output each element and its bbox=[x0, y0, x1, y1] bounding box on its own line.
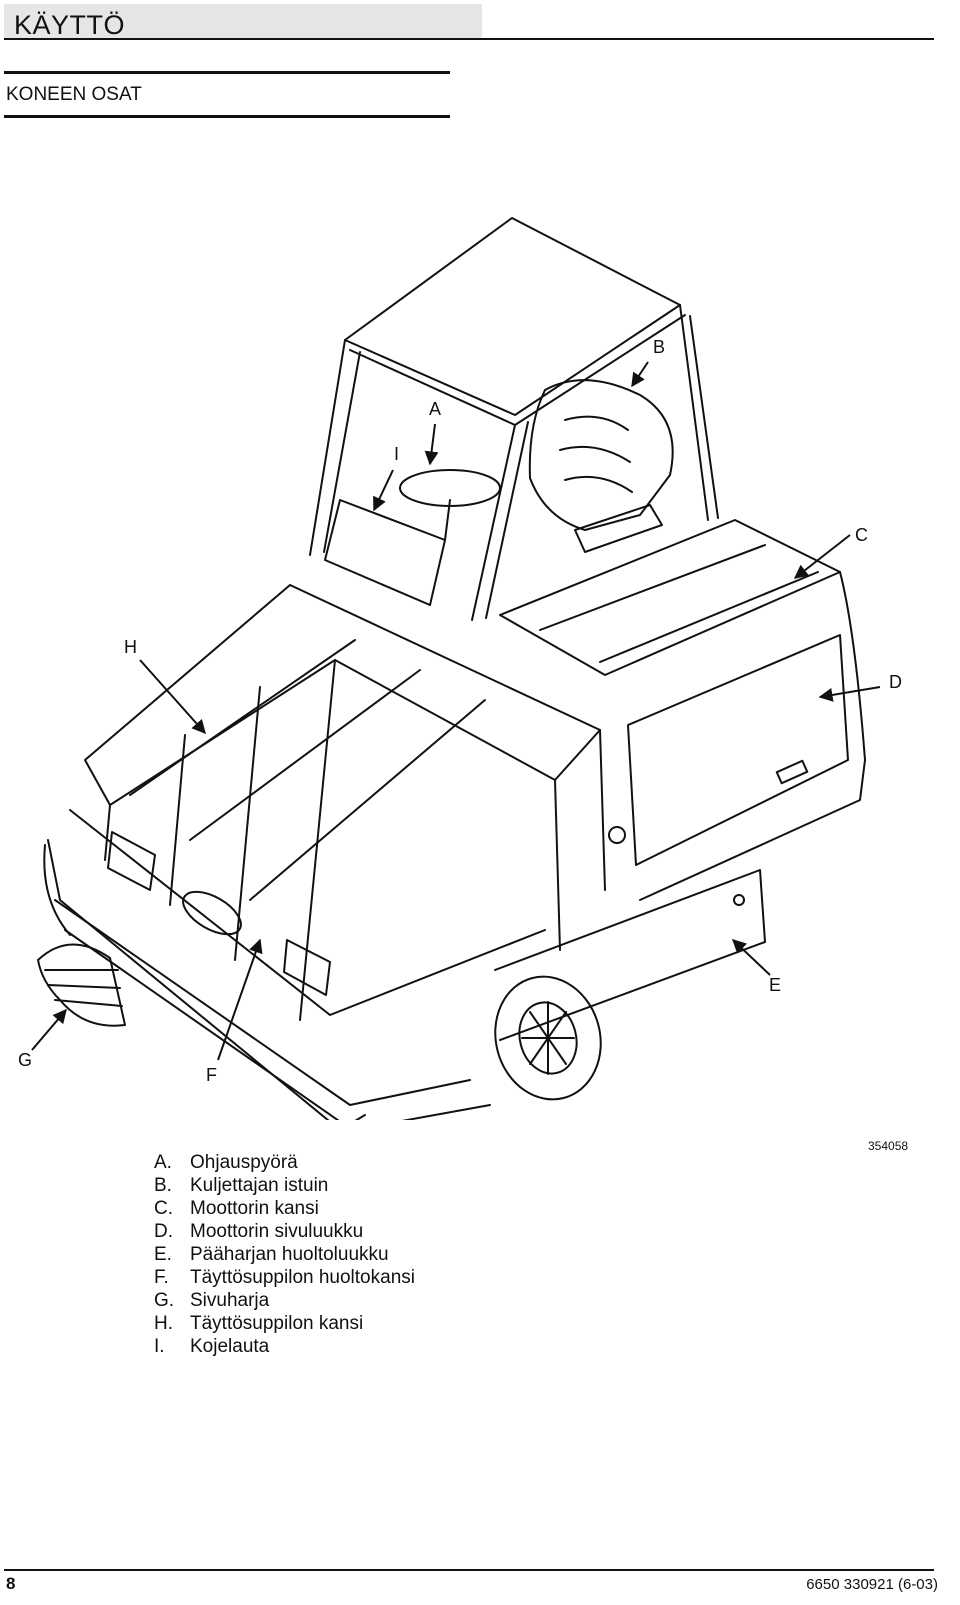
callout-I: I bbox=[394, 444, 400, 464]
legend-item: B. Kuljettajan istuin bbox=[154, 1174, 415, 1197]
legend-key: F. bbox=[154, 1267, 169, 1288]
legend-label: Kuljettajan istuin bbox=[190, 1175, 329, 1196]
legend-key: H. bbox=[154, 1313, 173, 1334]
legend-item: H. Täyttösuppilon kansi bbox=[154, 1312, 415, 1335]
legend-item: E. Pääharjan huoltoluukku bbox=[154, 1243, 415, 1266]
legend-key: A. bbox=[154, 1152, 172, 1173]
callout-C: C bbox=[855, 525, 868, 545]
legend-label: Täyttösuppilon kansi bbox=[190, 1313, 364, 1334]
machine-illustration bbox=[31, 217, 881, 1120]
operator-seat bbox=[528, 379, 674, 531]
figure-id: 354058 bbox=[868, 1139, 909, 1153]
legend-item: F. Täyttösuppilon huoltokansi bbox=[154, 1266, 415, 1289]
callout-F: F bbox=[206, 1065, 217, 1085]
page-number: 8 bbox=[6, 1574, 16, 1593]
callout-G: G bbox=[18, 1050, 33, 1070]
legend-key: I. bbox=[154, 1336, 165, 1357]
legend-key: G. bbox=[154, 1290, 175, 1311]
legend-label: Täyttösuppilon huoltokansi bbox=[190, 1267, 415, 1288]
section-rule-bottom bbox=[4, 115, 450, 118]
page-title: KÄYTTÖ bbox=[14, 10, 126, 40]
callout-B: B bbox=[653, 337, 666, 357]
engine-side-door bbox=[627, 634, 849, 866]
legend-label: Pääharjan huoltoluukku bbox=[190, 1244, 389, 1265]
legend-label: Moottorin sivuluukku bbox=[190, 1221, 364, 1242]
legend-item: A. Ohjauspyörä bbox=[154, 1151, 415, 1174]
parts-legend: A. Ohjauspyörä B. Kuljettajan istuin C. Moo… bbox=[154, 1151, 415, 1358]
rear-wheel bbox=[494, 975, 602, 1101]
callout-D: D bbox=[889, 672, 902, 692]
front-bumper bbox=[54, 899, 491, 1120]
header-band: KÄYTTÖ bbox=[4, 4, 482, 40]
legend-label: Moottorin kansi bbox=[190, 1198, 319, 1219]
legend-label: Sivuharja bbox=[190, 1290, 270, 1311]
legend-label: Kojelauta bbox=[190, 1336, 270, 1357]
legend-key: D. bbox=[154, 1221, 173, 1242]
footer-rule bbox=[4, 1569, 934, 1571]
legend-item: C. Moottorin kansi bbox=[154, 1197, 415, 1220]
legend-label: Ohjauspyörä bbox=[190, 1152, 298, 1173]
overhead-guard-post bbox=[309, 339, 361, 556]
legend-item: G. Sivuharja bbox=[154, 1289, 415, 1312]
section-rule-top bbox=[4, 71, 450, 74]
callout-A: A bbox=[429, 399, 442, 419]
dashboard bbox=[324, 499, 446, 606]
legend-item: D. Moottorin sivuluukku bbox=[154, 1220, 415, 1243]
legend-key: E. bbox=[154, 1244, 172, 1265]
brand-logo bbox=[182, 890, 242, 936]
header-rule bbox=[4, 38, 934, 40]
legend-item: I. Kojelauta bbox=[154, 1335, 415, 1358]
main-brush-door bbox=[494, 869, 766, 1041]
legend-key: B. bbox=[154, 1175, 172, 1196]
document-code: 6650 330921 (6-03) bbox=[806, 1576, 938, 1593]
callout-H: H bbox=[124, 637, 137, 657]
engine-cover bbox=[499, 519, 841, 676]
section-title: KONEEN OSAT bbox=[6, 84, 142, 105]
overhead-guard-roof bbox=[344, 217, 681, 416]
legend-key: C. bbox=[154, 1198, 173, 1219]
callout-E: E bbox=[769, 975, 782, 995]
